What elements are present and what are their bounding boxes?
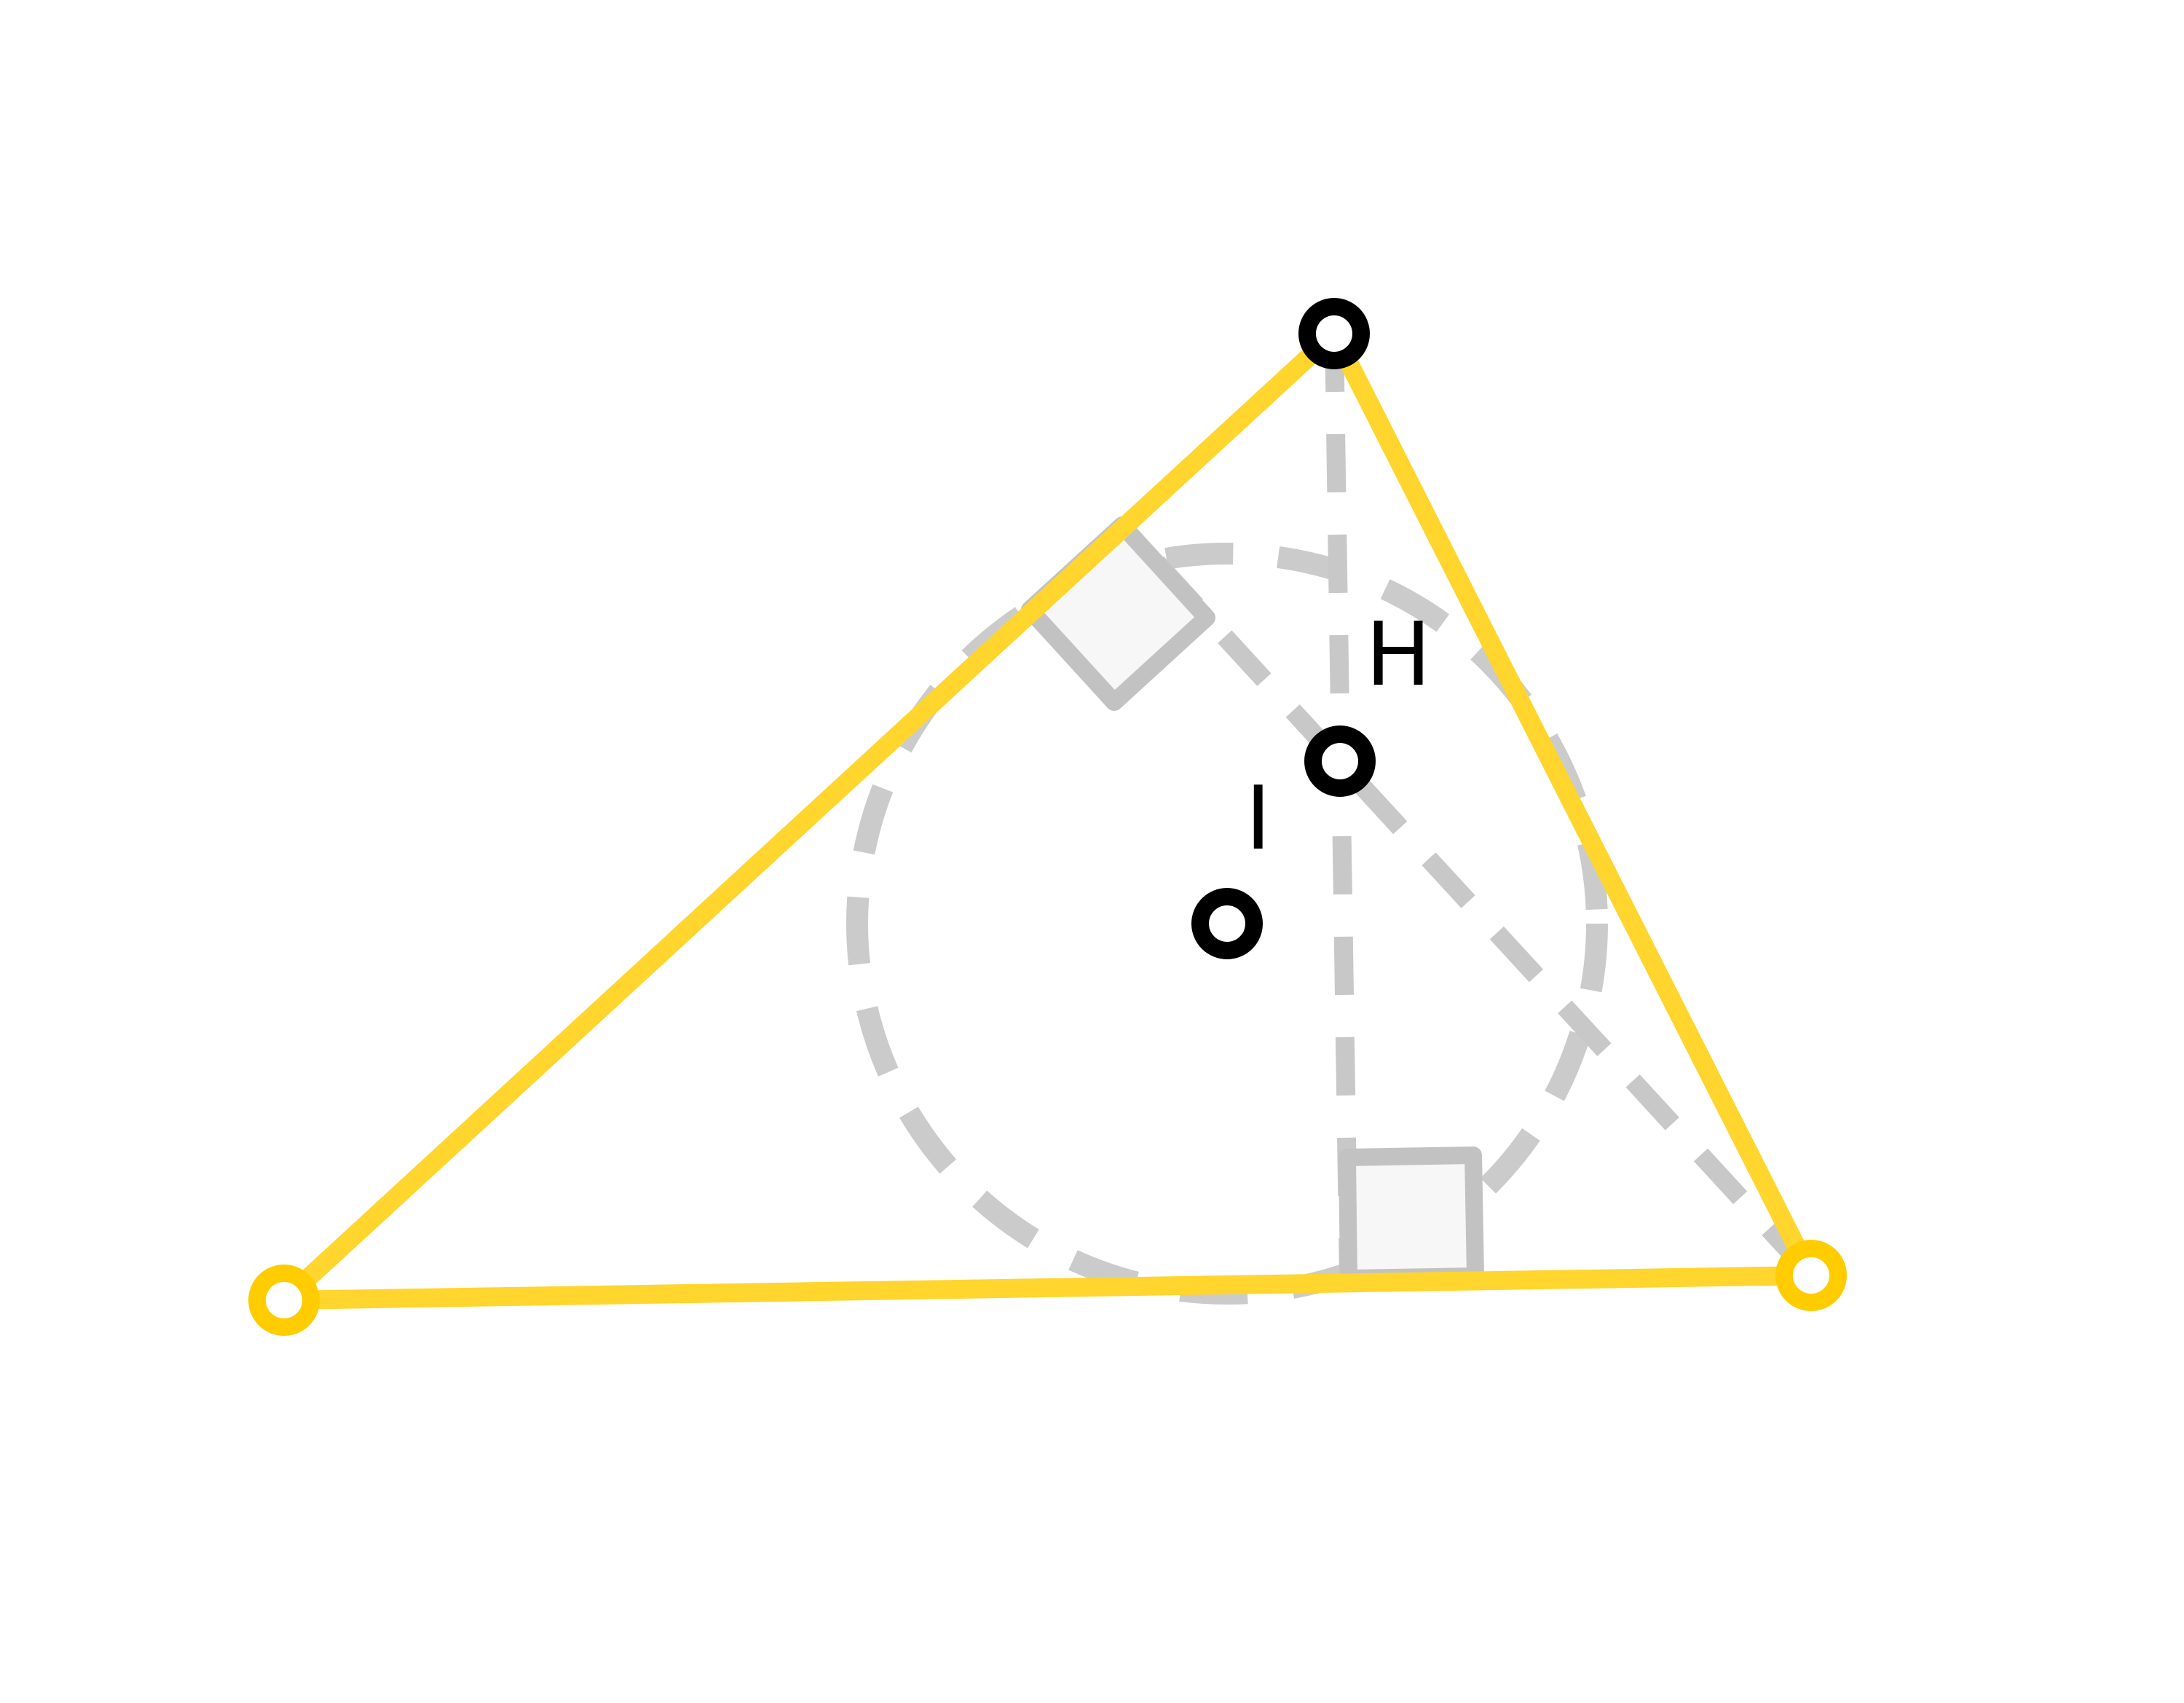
right-angle-marker-bottom [1339, 1147, 1484, 1287]
orthocenter-label: H [1365, 605, 1431, 706]
vertex-right[interactable] [1775, 1240, 1847, 1311]
incenter-label: I [1245, 768, 1271, 870]
incenter-point[interactable] [1191, 888, 1263, 959]
orthocenter-point[interactable] [1304, 725, 1376, 797]
triangle [275, 324, 1821, 1310]
vertex-top[interactable] [1298, 298, 1370, 369]
altitude-from-right [1115, 519, 1816, 1278]
altitude-from-top [1325, 333, 1358, 1279]
vertex-left[interactable] [248, 1265, 320, 1336]
